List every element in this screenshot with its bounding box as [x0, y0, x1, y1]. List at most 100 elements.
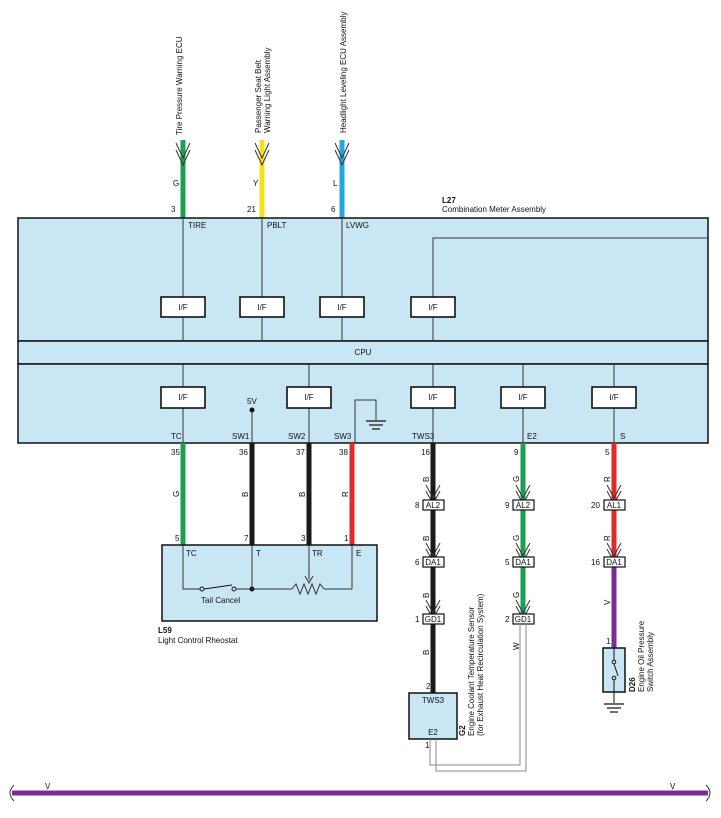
e2-conn3-pin: 2 [505, 615, 510, 624]
tail-cancel-label: Tail Cancel [201, 596, 240, 605]
bus-break-left-icon [9, 784, 15, 802]
tws3-connector-al2: AL2 8 [415, 484, 445, 511]
terminal-sw3: SW3 [334, 432, 352, 441]
tc-wire-color: G [172, 491, 181, 497]
headlight-connector-chevron-2-icon [334, 149, 350, 167]
sw3-ground-line [354, 399, 377, 443]
oil-switch-pin: 1 [606, 637, 611, 646]
pin-sw3: 38 [339, 448, 348, 457]
rheostat-term-t: T [256, 549, 261, 558]
terminal-e2: E2 [527, 432, 537, 441]
upper-if-boxes: I/F I/F I/F I/F [160, 296, 456, 318]
sensor-term-bottom: E2 [428, 728, 438, 737]
tws3-conn1-pin: 8 [415, 501, 420, 510]
cpu-label: CPU [355, 348, 372, 357]
headlight-pin: 6 [331, 205, 336, 214]
seat-belt-name-line1: Passenger Seat Belt [254, 59, 263, 133]
tws3-wire-color-2: B [422, 536, 431, 541]
if-box-tws3 [410, 386, 456, 409]
rheostat-pin-e: 1 [344, 534, 349, 543]
rheostat-pin-tr: 3 [301, 534, 306, 543]
e2-wire-color-3: G [512, 592, 521, 598]
rheostat-pin-t: 7 [244, 534, 249, 543]
s-connector-al1: AL1 20 [591, 484, 626, 511]
sw1-wire-color: B [241, 492, 250, 497]
sw2-wire-color: B [298, 492, 307, 497]
rheostat-term-tr: TR [312, 549, 323, 558]
supply-node [249, 407, 255, 413]
rheostat-term-e: E [356, 549, 361, 558]
return-wire-color: W [512, 642, 521, 650]
if-label: I/F [428, 303, 437, 312]
tws3-wire-color-1: B [422, 477, 431, 482]
coolant-sensor-box [408, 692, 458, 740]
wiper-arrow-icon [304, 575, 314, 585]
bus-break-right-icon [705, 784, 711, 802]
pin-sw1: 36 [239, 448, 248, 457]
tire-connector-chevron-icon [175, 142, 191, 160]
lower-if-boxes: I/F I/F I/F I/F I/F [160, 386, 637, 409]
supply-5v-label: 5V [247, 397, 257, 406]
seat-belt-wire-color: Y [253, 179, 259, 188]
tws3-connector-gd1: GD1 1 [415, 599, 445, 625]
if-label: I/F [304, 393, 313, 402]
tire-wire-color: G [173, 179, 179, 188]
seat-belt-connector-chevron-icon [254, 142, 270, 160]
sensor-name-line1: Engine Coolant Temperature Sensor [467, 606, 476, 736]
headlight-wire-color: L [333, 179, 338, 188]
e2-conn1-name: AL2 [516, 501, 531, 510]
e2-conn1-pin: 9 [505, 501, 510, 510]
if-box-tc [160, 386, 206, 409]
ground-bus-color-right: V [670, 782, 676, 791]
terminal-sw2: SW2 [288, 432, 306, 441]
headlight-connector-chevron-icon [334, 142, 350, 160]
s-conn1-pin: 20 [591, 501, 600, 510]
if-label: I/F [337, 303, 346, 312]
rheostat-internal-circuit [182, 545, 353, 596]
terminal-lvwg: LVWG [346, 221, 369, 230]
terminal-sw1: SW1 [232, 432, 250, 441]
sw3-wire-color: R [341, 491, 350, 497]
if-box-sw2 [286, 386, 332, 409]
sensor-term-top: TWS3 [422, 696, 445, 705]
e2-connector-gd1: GD1 2 [505, 599, 535, 625]
tws3-wire-color-4: B [422, 650, 431, 655]
tws3-wire-color-3: B [422, 593, 431, 598]
sensor-pin-bottom: 1 [425, 741, 430, 750]
rheostat-code: L59 [158, 626, 172, 635]
e2-conn2-pin: 5 [505, 558, 510, 567]
tire-connector-chevron-2-icon [175, 149, 191, 167]
tws3-conn2-pin: 6 [415, 558, 420, 567]
if-box-extra [410, 296, 456, 318]
s-conn2-name: DA1 [606, 558, 622, 567]
terminal-pblt: PBLT [267, 221, 287, 230]
tire-ecu-name: Tire Pressure Warning ECU [175, 36, 184, 135]
tws3-conn2-name: DA1 [425, 558, 441, 567]
tws3-conn3-pin: 1 [415, 615, 420, 624]
if-box-pblt [239, 296, 285, 318]
if-label: I/F [257, 303, 266, 312]
terminal-s: S [620, 432, 625, 441]
oil-switch-name-line1: Engine Oil Pressure [637, 620, 646, 692]
seat-belt-name-line2: Warning Light Assembly [263, 47, 272, 133]
if-label: I/F [178, 393, 187, 402]
if-box-tire [160, 296, 206, 318]
s-connector-da1: DA1 16 [591, 542, 626, 568]
meter-name: Combination Meter Assembly [442, 205, 546, 214]
e2-connector-al2: AL2 9 [505, 484, 535, 511]
rheostat-pin-tc: 5 [175, 534, 180, 543]
headlight-ecu-name: Headlight Leveling ECU Assembly [339, 12, 348, 133]
ground-bus-color-left: V [45, 782, 51, 791]
tws3-conn3-name: GD1 [425, 615, 442, 624]
if-label: I/F [178, 303, 187, 312]
rheostat-box [161, 544, 378, 622]
e2-conn2-name: DA1 [515, 558, 531, 567]
s-conn2-pin: 16 [591, 558, 600, 567]
tws3-connector-da1: DA1 6 [415, 542, 445, 568]
tws3-conn1-name: AL2 [426, 501, 441, 510]
fourth-if-line [432, 237, 708, 297]
rheostat-name: Light Control Rheostat [158, 636, 238, 645]
seat-belt-connector-chevron-2-icon [254, 149, 270, 167]
oil-switch-contact-icon [611, 648, 619, 703]
